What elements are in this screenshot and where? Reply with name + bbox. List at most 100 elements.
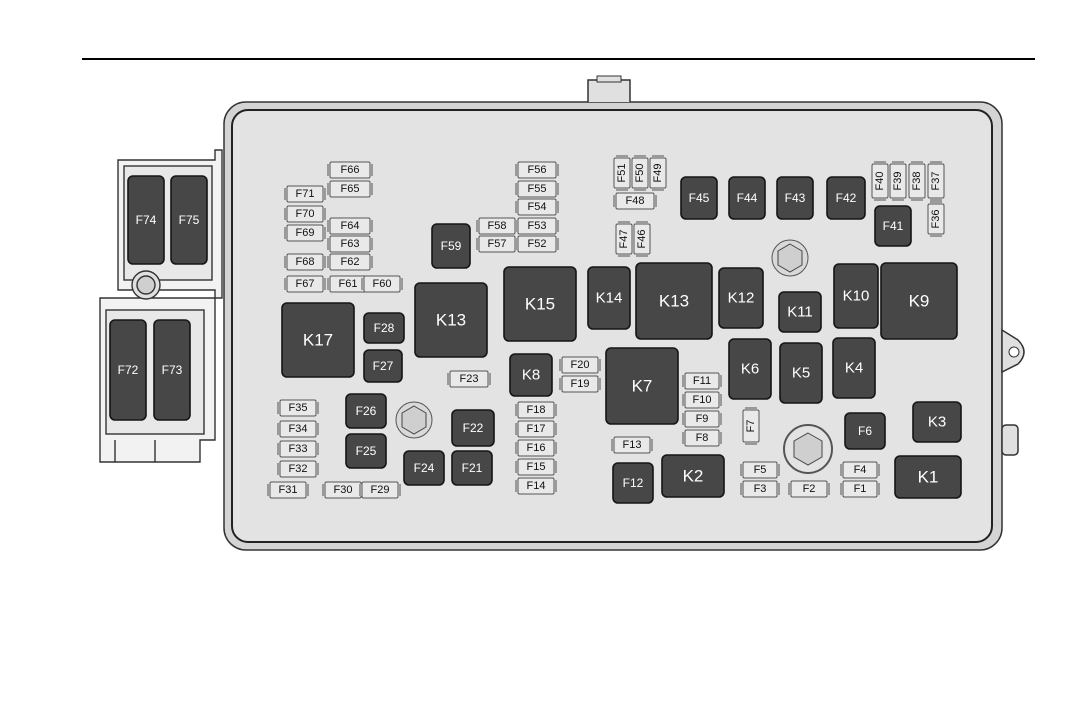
component-label: K13 (436, 311, 466, 330)
component-label: F36 (930, 210, 942, 229)
fuse-terminal (515, 220, 518, 232)
fuse-terminal (559, 359, 562, 371)
component-f38: F38 (908, 161, 926, 201)
component-label: F52 (528, 238, 547, 250)
relay-body (414, 282, 488, 358)
component-f13: F13 (611, 436, 653, 454)
component-f33: F33 (277, 440, 319, 458)
fuse-terminal (719, 432, 722, 444)
relay-body (635, 262, 713, 340)
component-f36: F36 (927, 201, 945, 237)
component-label: F33 (289, 443, 308, 455)
component-label: K8 (522, 367, 540, 384)
fuse-terminal (613, 195, 616, 207)
fuse-terminal (284, 256, 287, 268)
component-f71: F71 (284, 185, 326, 203)
fuse-terminal (327, 183, 330, 195)
fuse-terminal (618, 254, 630, 257)
relay-body (912, 401, 962, 443)
component-label: F25 (356, 444, 377, 458)
component-f74: F74 (127, 175, 165, 265)
relay-body (779, 342, 823, 404)
fuse-terminal (652, 155, 664, 158)
fuse-terminal (682, 394, 685, 406)
fuse-terminal (777, 483, 780, 495)
component-f40: F40 (871, 161, 889, 201)
component-f16: F16 (515, 439, 557, 457)
cartridge-body (363, 349, 403, 383)
component-f69: F69 (284, 224, 326, 242)
component-f49: F49 (649, 155, 667, 191)
fuse-terminal (634, 188, 646, 191)
component-f15: F15 (515, 458, 557, 476)
component-f7: F7 (742, 407, 760, 445)
component-f8: F8 (682, 429, 722, 447)
cartridge-body (431, 223, 471, 269)
component-k11: K11 (778, 291, 822, 333)
component-f2: F2 (788, 480, 830, 498)
component-label: F71 (296, 188, 315, 200)
component-label: F22 (463, 421, 484, 435)
component-f52: F52 (515, 235, 559, 253)
component-label: F64 (341, 220, 360, 232)
fuse-terminal (322, 484, 325, 496)
component-f31: F31 (267, 481, 309, 499)
component-f26: F26 (345, 393, 387, 429)
component-f57: F57 (476, 235, 518, 253)
fuse-terminal (515, 480, 518, 492)
component-label: F20 (571, 359, 590, 371)
component-f29: F29 (359, 481, 401, 499)
relay-body (661, 454, 725, 498)
fuse-terminal (306, 484, 309, 496)
fuse-terminal (398, 484, 401, 496)
fuse-terminal (556, 183, 559, 195)
fuse-terminal (911, 198, 923, 201)
cartridge-body (170, 175, 208, 265)
fuse-terminal (740, 483, 743, 495)
component-f47: F47 (615, 221, 633, 257)
component-label: F51 (616, 164, 628, 183)
fuse-terminal (874, 198, 886, 201)
component-f42: F42 (826, 176, 866, 220)
component-label: F4 (854, 464, 867, 476)
fuse-terminal (877, 483, 880, 495)
component-label: F40 (874, 172, 886, 191)
fuse-terminal (370, 183, 373, 195)
fuse-terminal (682, 413, 685, 425)
fuse-terminal (327, 256, 330, 268)
component-f11: F11 (682, 372, 722, 390)
fuse-terminal (892, 198, 904, 201)
component-label: F2 (803, 483, 816, 495)
component-label: F56 (528, 164, 547, 176)
fuse-terminal (515, 183, 518, 195)
relay-body (503, 266, 577, 342)
fuse-terminal (447, 373, 450, 385)
component-f46: F46 (633, 221, 651, 257)
component-f60: F60 (361, 275, 403, 293)
component-f17: F17 (515, 420, 557, 438)
cartridge-body (776, 176, 814, 220)
component-label: F69 (296, 227, 315, 239)
component-label: F21 (462, 461, 483, 475)
component-label: F70 (296, 208, 315, 220)
fuse-terminal (515, 461, 518, 473)
component-f50: F50 (631, 155, 649, 191)
component-f73: F73 (153, 319, 191, 421)
component-f37: F37 (927, 161, 945, 201)
cartridge-body (109, 319, 147, 421)
fuse-terminal (277, 402, 280, 414)
component-f24: F24 (403, 450, 445, 486)
component-f20: F20 (559, 356, 601, 374)
fuse-terminal (840, 483, 843, 495)
fuse-terminal (361, 278, 364, 290)
component-f45: F45 (680, 176, 718, 220)
fuse-terminal (827, 483, 830, 495)
fuse-terminal (598, 359, 601, 371)
fuse-terminal (370, 164, 373, 176)
fuse-terminal (650, 439, 653, 451)
fuse-terminal (554, 442, 557, 454)
fuse-terminal (327, 238, 330, 250)
component-f63: F63 (327, 235, 373, 253)
fuse-terminal (476, 238, 479, 250)
fuse-terminal (616, 188, 628, 191)
